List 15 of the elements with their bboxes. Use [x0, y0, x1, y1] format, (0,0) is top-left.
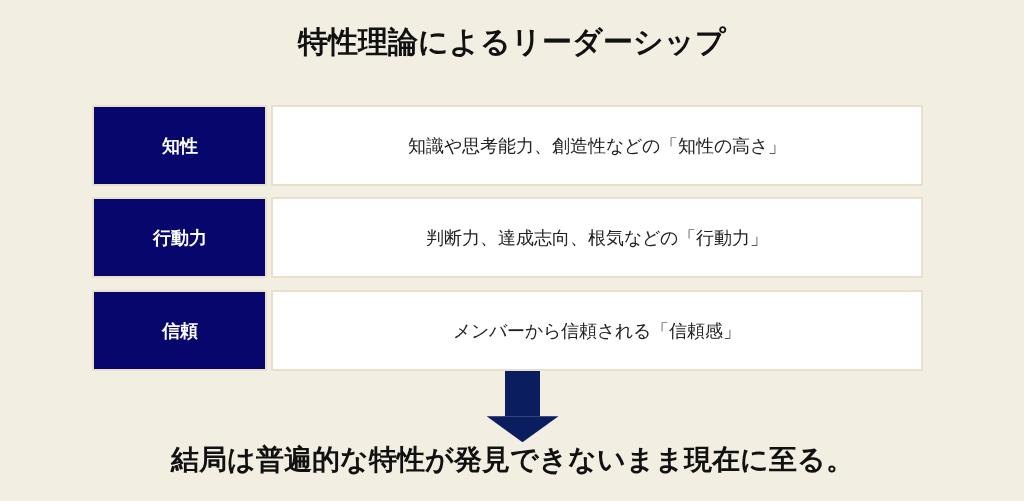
category-label: 信頼: [161, 318, 198, 343]
description-box: [271, 290, 923, 371]
category-box: [92, 105, 267, 186]
description-text: メンバーから信頼される「信頼感」: [453, 318, 741, 343]
category-box: [92, 197, 267, 278]
arrow: [486, 371, 559, 443]
category-label: 知性: [161, 133, 198, 158]
description-box: [271, 197, 923, 278]
conclusion-text: 結局は普遍的な特性が発見できないまま現在に至る。: [170, 443, 854, 477]
title: 特性理論によるリーダーシップ: [298, 24, 726, 60]
description-text: 判断力、達成志向、根気などの「行動力」: [426, 225, 768, 250]
category-label: 行動力: [152, 225, 207, 250]
description-text: 知識や思考能力、創造性などの「知性の高さ」: [408, 133, 786, 158]
category-box: [92, 290, 267, 371]
description-box: [271, 105, 923, 186]
